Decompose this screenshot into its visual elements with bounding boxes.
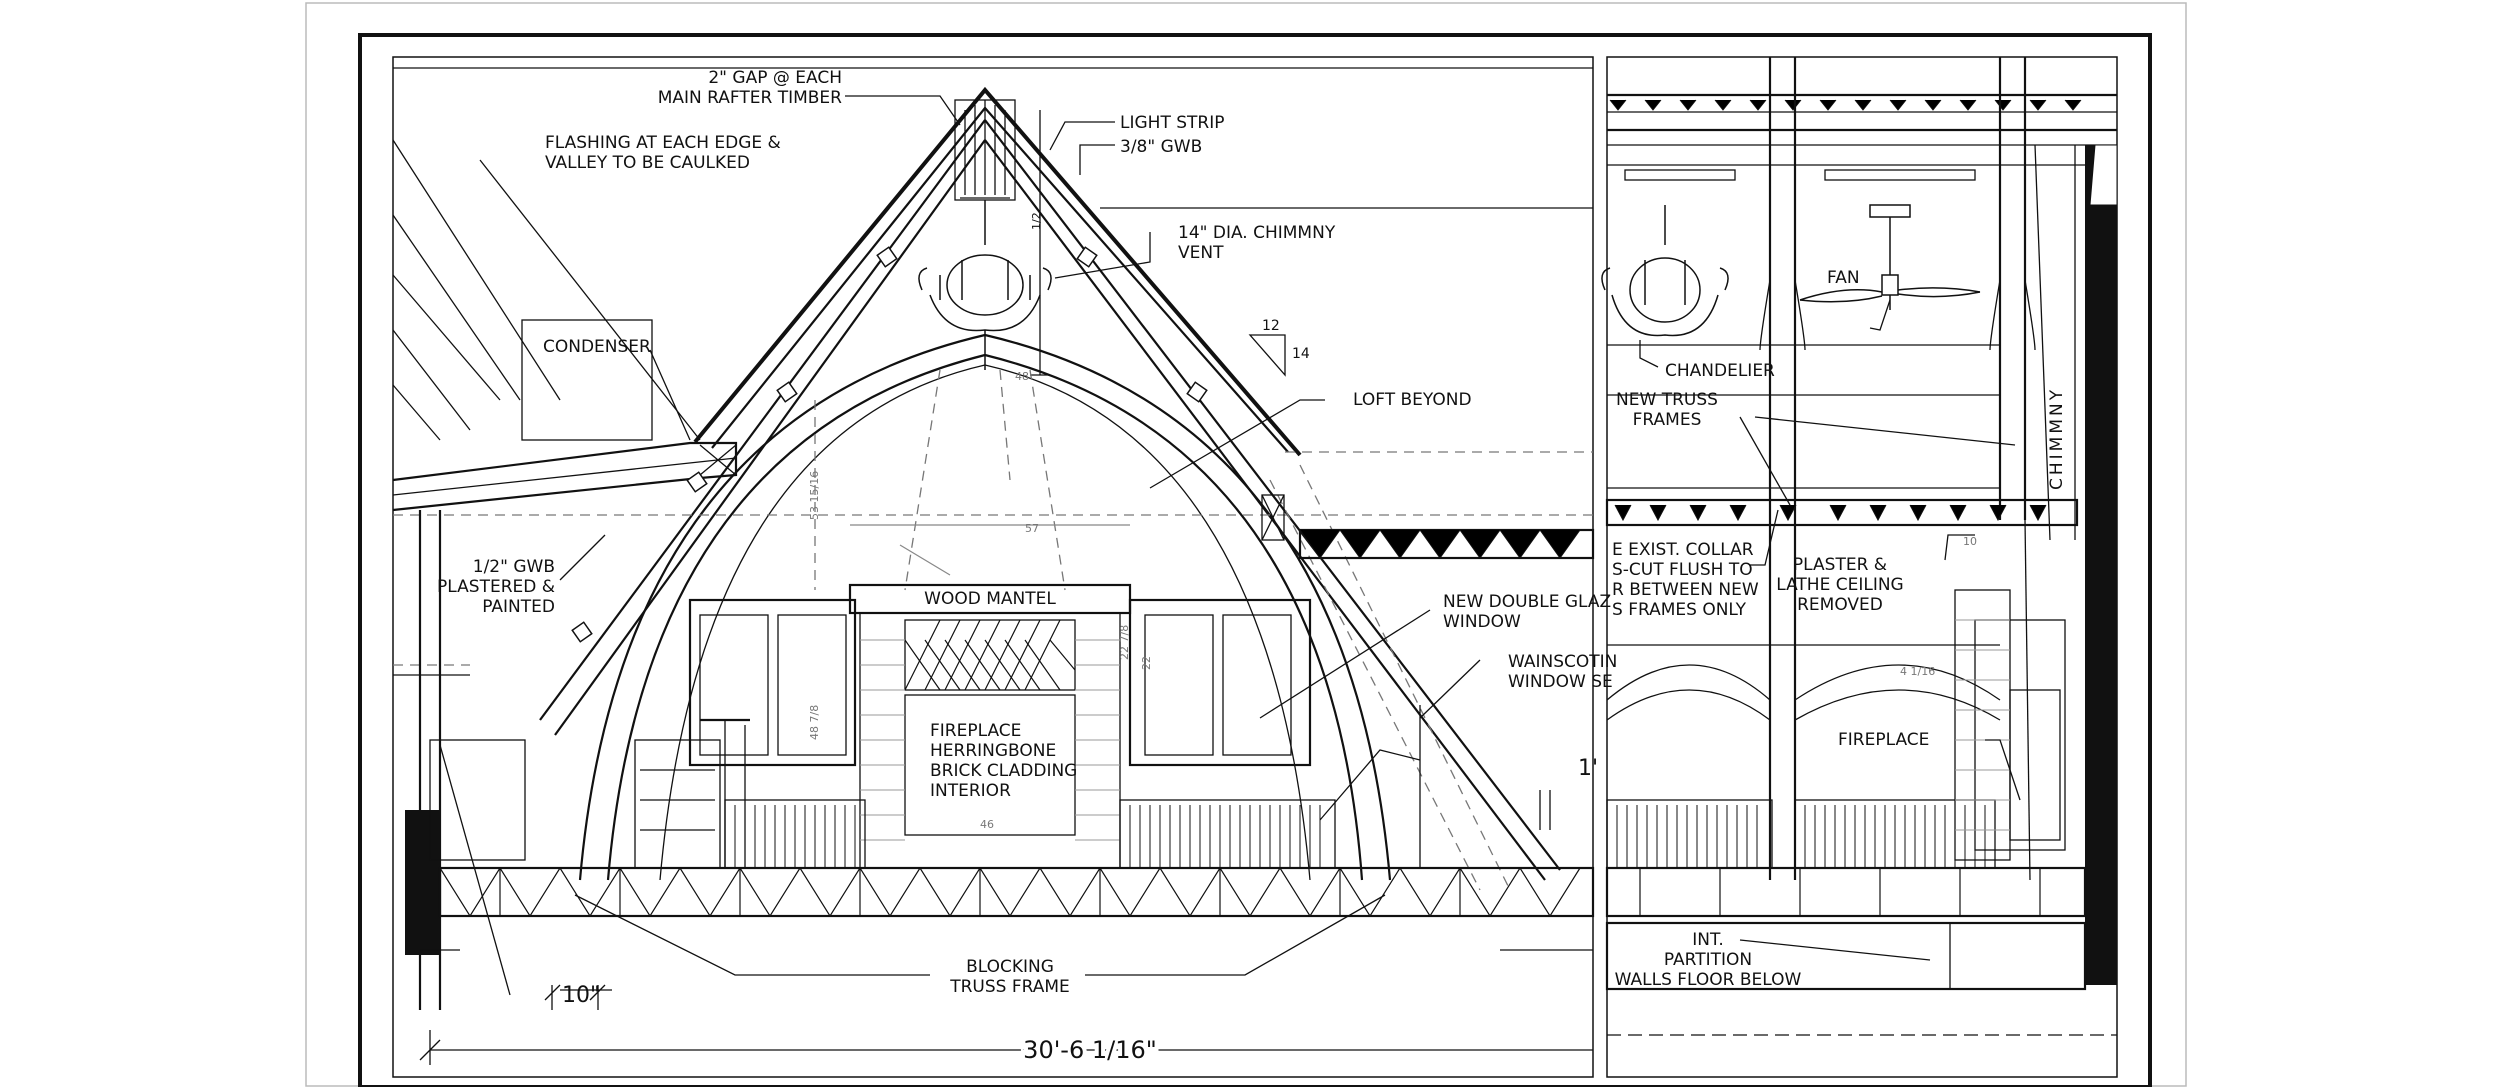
svg-text:48: 48 <box>1015 370 1029 383</box>
label-flashing-1: FLASHING AT EACH EDGE & <box>545 133 781 153</box>
right-section <box>1601 57 2118 1036</box>
label-collar-1: E EXIST. COLLAR <box>1612 540 1754 560</box>
label-wainscot-2: WINDOW SE <box>1508 672 1613 692</box>
label-fireplace-1: FIREPLACE <box>930 721 1021 741</box>
label-collar-2: S-CUT FLUSH TO <box>1612 560 1753 580</box>
label-gap-2: MAIN RAFTER TIMBER <box>658 88 842 108</box>
svg-text:53 15/16: 53 15/16 <box>808 471 821 520</box>
label-collar-3: R BETWEEN NEW <box>1612 580 1759 600</box>
label-light-strip: LIGHT STRIP <box>1120 113 1224 133</box>
svg-text:22: 22 <box>1140 656 1153 670</box>
label-fireplace-right: FIREPLACE <box>1838 730 1929 750</box>
overall-dimension <box>419 984 1593 1065</box>
label-gwb-12-2: PLASTERED & <box>437 577 555 597</box>
left-section <box>392 67 1595 1010</box>
svg-text:22 7/8: 22 7/8 <box>1118 625 1131 660</box>
label-chandelier: CHANDELIER <box>1665 361 1775 381</box>
label-dim-overall: 30'-6 1/16" <box>1023 1036 1157 1064</box>
label-fireplace-3: BRICK CLADDING <box>930 761 1077 781</box>
chimney-wall <box>2085 145 2117 985</box>
right-annotations: FAN CHANDELIER NEW TRUSS FRAMES E EXIST.… <box>1612 268 2067 990</box>
label-slope-rise: 14 <box>1292 346 1310 362</box>
small-dimensions: 48 57 46 22 7/8 22 48 7/8 53 15/16 1/2 <box>808 212 1153 831</box>
label-dim-partial: 1' <box>1578 756 1598 781</box>
chandelier-right-icon <box>1601 205 1729 337</box>
label-gwb-12-1: 1/2" GWB <box>473 557 555 577</box>
svg-text:1/2: 1/2 <box>1030 212 1043 230</box>
label-fan: FAN <box>1827 268 1860 288</box>
label-chimney-vent-1: 14" DIA. CHIMMNY <box>1178 223 1336 243</box>
right-leaders <box>1639 299 2021 961</box>
label-flashing-2: VALLEY TO BE CAULKED <box>545 153 750 173</box>
label-wainscot-1: WAINSCOTIN <box>1508 652 1617 672</box>
label-chimney: CHIMMNY <box>2047 387 2067 490</box>
label-truss-2: FRAMES <box>1633 410 1702 430</box>
label-window-2: WINDOW <box>1443 612 1521 632</box>
label-loft-beyond: LOFT BEYOND <box>1353 390 1472 410</box>
svg-text:4 1/16: 4 1/16 <box>1900 665 1935 678</box>
label-plaster-3: REMOVED <box>1797 595 1883 615</box>
label-partition-1: INT. <box>1692 930 1724 950</box>
label-slope-run: 12 <box>1262 318 1280 334</box>
svg-text:57: 57 <box>1025 522 1039 535</box>
label-condenser: CONDENSER <box>543 337 651 357</box>
label-wood-mantel: WOOD MANTEL <box>924 589 1056 609</box>
label-blocking-2: TRUSS FRAME <box>949 977 1070 997</box>
label-blocking-1: BLOCKING <box>966 957 1054 977</box>
left-leaders <box>439 95 1481 996</box>
label-gwb-38: 3/8" GWB <box>1120 137 1202 157</box>
label-truss-1: NEW TRUSS <box>1616 390 1718 410</box>
label-fireplace-4: INTERIOR <box>930 781 1011 801</box>
label-partition-2: PARTITION <box>1664 950 1752 970</box>
label-collar-4: S FRAMES ONLY <box>1612 600 1747 620</box>
ceiling-fan-icon <box>1799 204 1981 310</box>
label-dim-10: 10" <box>562 983 600 1008</box>
svg-text:48 7/8: 48 7/8 <box>808 705 821 740</box>
left-annotations: 2" GAP @ EACH MAIN RAFTER TIMBER FLASHIN… <box>437 68 1617 1068</box>
label-gap-1: 2" GAP @ EACH <box>708 68 842 88</box>
label-window-1: NEW DOUBLE GLAZ <box>1443 592 1611 612</box>
label-chimney-vent-2: VENT <box>1178 243 1224 263</box>
label-plaster-2: LATHE CEILING <box>1776 575 1903 595</box>
label-fireplace-2: HERRINGBONE <box>930 741 1056 761</box>
chandelier-left-icon <box>918 200 1052 370</box>
label-partition-3: WALLS FLOOR BELOW <box>1615 970 1802 990</box>
left-viewport <box>392 56 1594 1078</box>
label-plaster-1: PLASTER & <box>1793 555 1887 575</box>
svg-text:10: 10 <box>1963 535 1977 548</box>
label-gwb-12-3: PAINTED <box>482 597 555 617</box>
svg-text:46: 46 <box>980 818 994 831</box>
